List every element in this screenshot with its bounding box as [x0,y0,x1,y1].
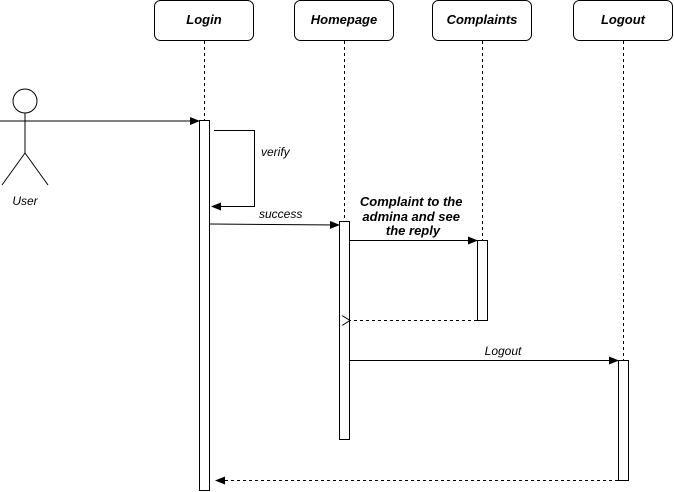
actor-label: User [12,194,38,208]
activation-homepage [339,221,350,440]
activation-login [199,120,210,491]
lifeline-homepage-box[interactable] [294,0,394,41]
lifeline-logout-box[interactable] [573,0,673,41]
lifeline-complaints-title: Complaints [447,12,518,27]
lifeline-complaints-box[interactable] [432,0,532,41]
message-complaint-label-line-1: Complaint to the [360,194,463,209]
lifeline-logout-title: Logout [601,12,646,27]
lifeline-logout[interactable]: Logout [573,0,673,41]
message-success-label: success [259,207,302,221]
activation-logout [618,360,629,481]
message-complaint-label: Complaint to the admina and see the repl… [360,194,466,238]
actor-user[interactable]: User [0,88,50,208]
lifeline-login[interactable]: Login [154,0,254,41]
message-logout-label: Logout [485,344,522,358]
lifeline-homepage-title: Homepage [311,12,377,27]
lifeline-complaints[interactable]: Complaints [432,0,532,41]
message-complaint-label-line-3: the reply [386,223,441,238]
message-success[interactable] [209,220,340,229]
actor-left-leg [1,152,26,186]
actor-head [12,88,38,114]
activation-complaints [477,240,488,321]
message-complaint-label-line-2: admina and see [362,209,460,224]
message-verify-label: verify [261,145,291,159]
actor-right-leg [24,152,49,186]
lifeline-login-box[interactable] [154,0,254,41]
lifeline-homepage[interactable]: Homepage [294,0,394,41]
lifeline-login-title: Login [186,12,221,27]
message-verify-self[interactable] [211,130,255,211]
